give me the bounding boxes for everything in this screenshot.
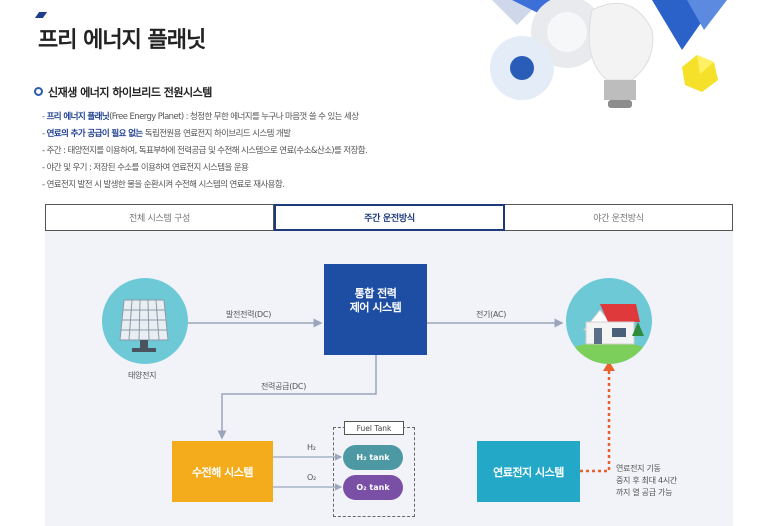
section-title: 신재생 에너지 하이브리드 전원시스템	[48, 86, 212, 99]
integrated-power-control-box: 통합 전력 제어 시스템	[324, 264, 427, 355]
solar-panel-icon	[119, 299, 169, 352]
page-title: 프리 에너지 플래닛	[38, 28, 206, 53]
h2-tank: H₂ tank	[343, 445, 403, 470]
solar-label: 태양전지	[128, 371, 157, 380]
mode-tabs: 전체 시스템 구성 주간 운전방식 야간 운전방식	[45, 204, 733, 231]
fuel-cell-note-line3: 까지 열 공급 가능	[616, 488, 673, 497]
fuel-tank-group	[333, 427, 415, 517]
description-line: - 연료전지 발전 시 발생한 물을 순환시켜 수전해 시스템의 연료로 재사용…	[42, 180, 285, 190]
system-diagram: 태양전지 통합 전력 제어 시스템 발전전력(DC) 전기(AC) 전력공급(D…	[45, 231, 733, 526]
gen-power-label: 발전전력(DC)	[226, 310, 272, 319]
control-label-line1: 통합 전력	[354, 286, 397, 300]
electrolysis-system-box: 수전해 시스템	[172, 441, 273, 502]
title-accent-mark	[34, 12, 48, 18]
house-circle	[566, 278, 652, 364]
house-icon	[566, 304, 652, 364]
electricity-label: 전기(AC)	[476, 310, 507, 319]
fuel-cell-note-line2: 중지 후 최대 4시간	[616, 476, 677, 485]
fuel-tank-label: Fuel Tank	[344, 421, 404, 435]
lightbulb-illustration	[490, 0, 727, 108]
power-supply-label: 전력공급(DC)	[261, 382, 307, 391]
h2-label: H₂	[307, 443, 316, 452]
solar-panel-circle	[102, 278, 188, 364]
description-line: - 프리 에너지 플래닛(Free Energy Planet) : 청정한 무…	[42, 112, 359, 122]
description-line: - 야간 및 우기 : 저장된 수소를 이용하여 연료전지 시스템을 운용	[42, 163, 249, 173]
o2-label: O₂	[307, 473, 316, 482]
tab-full-system[interactable]: 전체 시스템 구성	[46, 205, 274, 230]
fuel-cell-note-line1: 연료전지 기동	[616, 464, 661, 473]
tab-night-operation[interactable]: 야간 운전방식	[505, 205, 733, 230]
section-bullet-icon	[34, 87, 43, 96]
description-line: - 연료의 추가 공급이 필요 없는 독립전원용 연료전지 하이브리드 시스템 …	[42, 129, 291, 139]
description-line: - 주간 : 태양전지를 이용하여, 독표부하에 전력공급 및 수전해 시스템으…	[42, 146, 368, 156]
control-label-line2: 제어 시스템	[349, 300, 402, 314]
fuel-cell-system-box: 연료전지 시스템	[477, 441, 580, 502]
o2-tank: O₂ tank	[343, 475, 403, 500]
tab-day-operation[interactable]: 주간 운전방식	[274, 204, 505, 231]
